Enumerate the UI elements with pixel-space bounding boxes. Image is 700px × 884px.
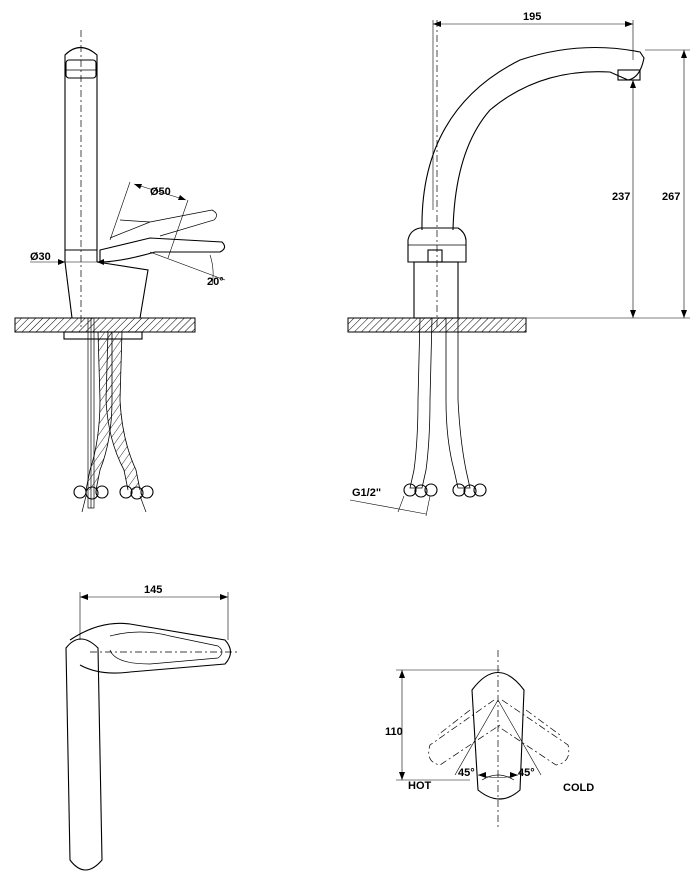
faucet-base-front <box>413 261 459 319</box>
body-diameter-label: Ø30 <box>30 251 51 263</box>
handle-center-position <box>471 672 525 800</box>
top-view-side: 145 <box>65 584 240 871</box>
hot-label: HOT <box>408 780 432 792</box>
spout-aerator <box>617 69 641 81</box>
handle-angle-label: 20° <box>207 276 224 288</box>
spout-reach-label: 195 <box>523 11 541 23</box>
thread-size-label: G1/2" <box>352 487 381 499</box>
handle-lever <box>99 237 226 263</box>
handle-top <box>69 622 232 674</box>
cold-label: COLD <box>563 782 594 794</box>
front-view: 195 237 267 G1/2" <box>347 11 690 517</box>
rotation-view: 110 45° 45° HOT COLD <box>385 650 594 830</box>
outlet-height-label: 237 <box>612 191 630 203</box>
hot-angle-label: 45° <box>458 767 475 779</box>
handle-cold-position <box>495 699 570 766</box>
handle-lever-raised <box>109 209 217 239</box>
total-height-label: 267 <box>662 191 680 203</box>
cold-angle-label: 45° <box>518 767 535 779</box>
handle-hot-position <box>428 699 501 766</box>
faucet-base <box>64 261 149 319</box>
depth-label: 110 <box>385 726 403 738</box>
spout-column <box>64 46 98 251</box>
countertop-section <box>14 317 196 333</box>
handle-diameter-label: Ø50 <box>150 186 171 198</box>
spout-arc <box>421 47 645 231</box>
handle-body-front <box>407 227 467 263</box>
spout-tube-top <box>65 638 103 871</box>
handle-length-label: 145 <box>144 584 162 596</box>
side-view: Ø50 Ø30 20° <box>14 30 226 513</box>
